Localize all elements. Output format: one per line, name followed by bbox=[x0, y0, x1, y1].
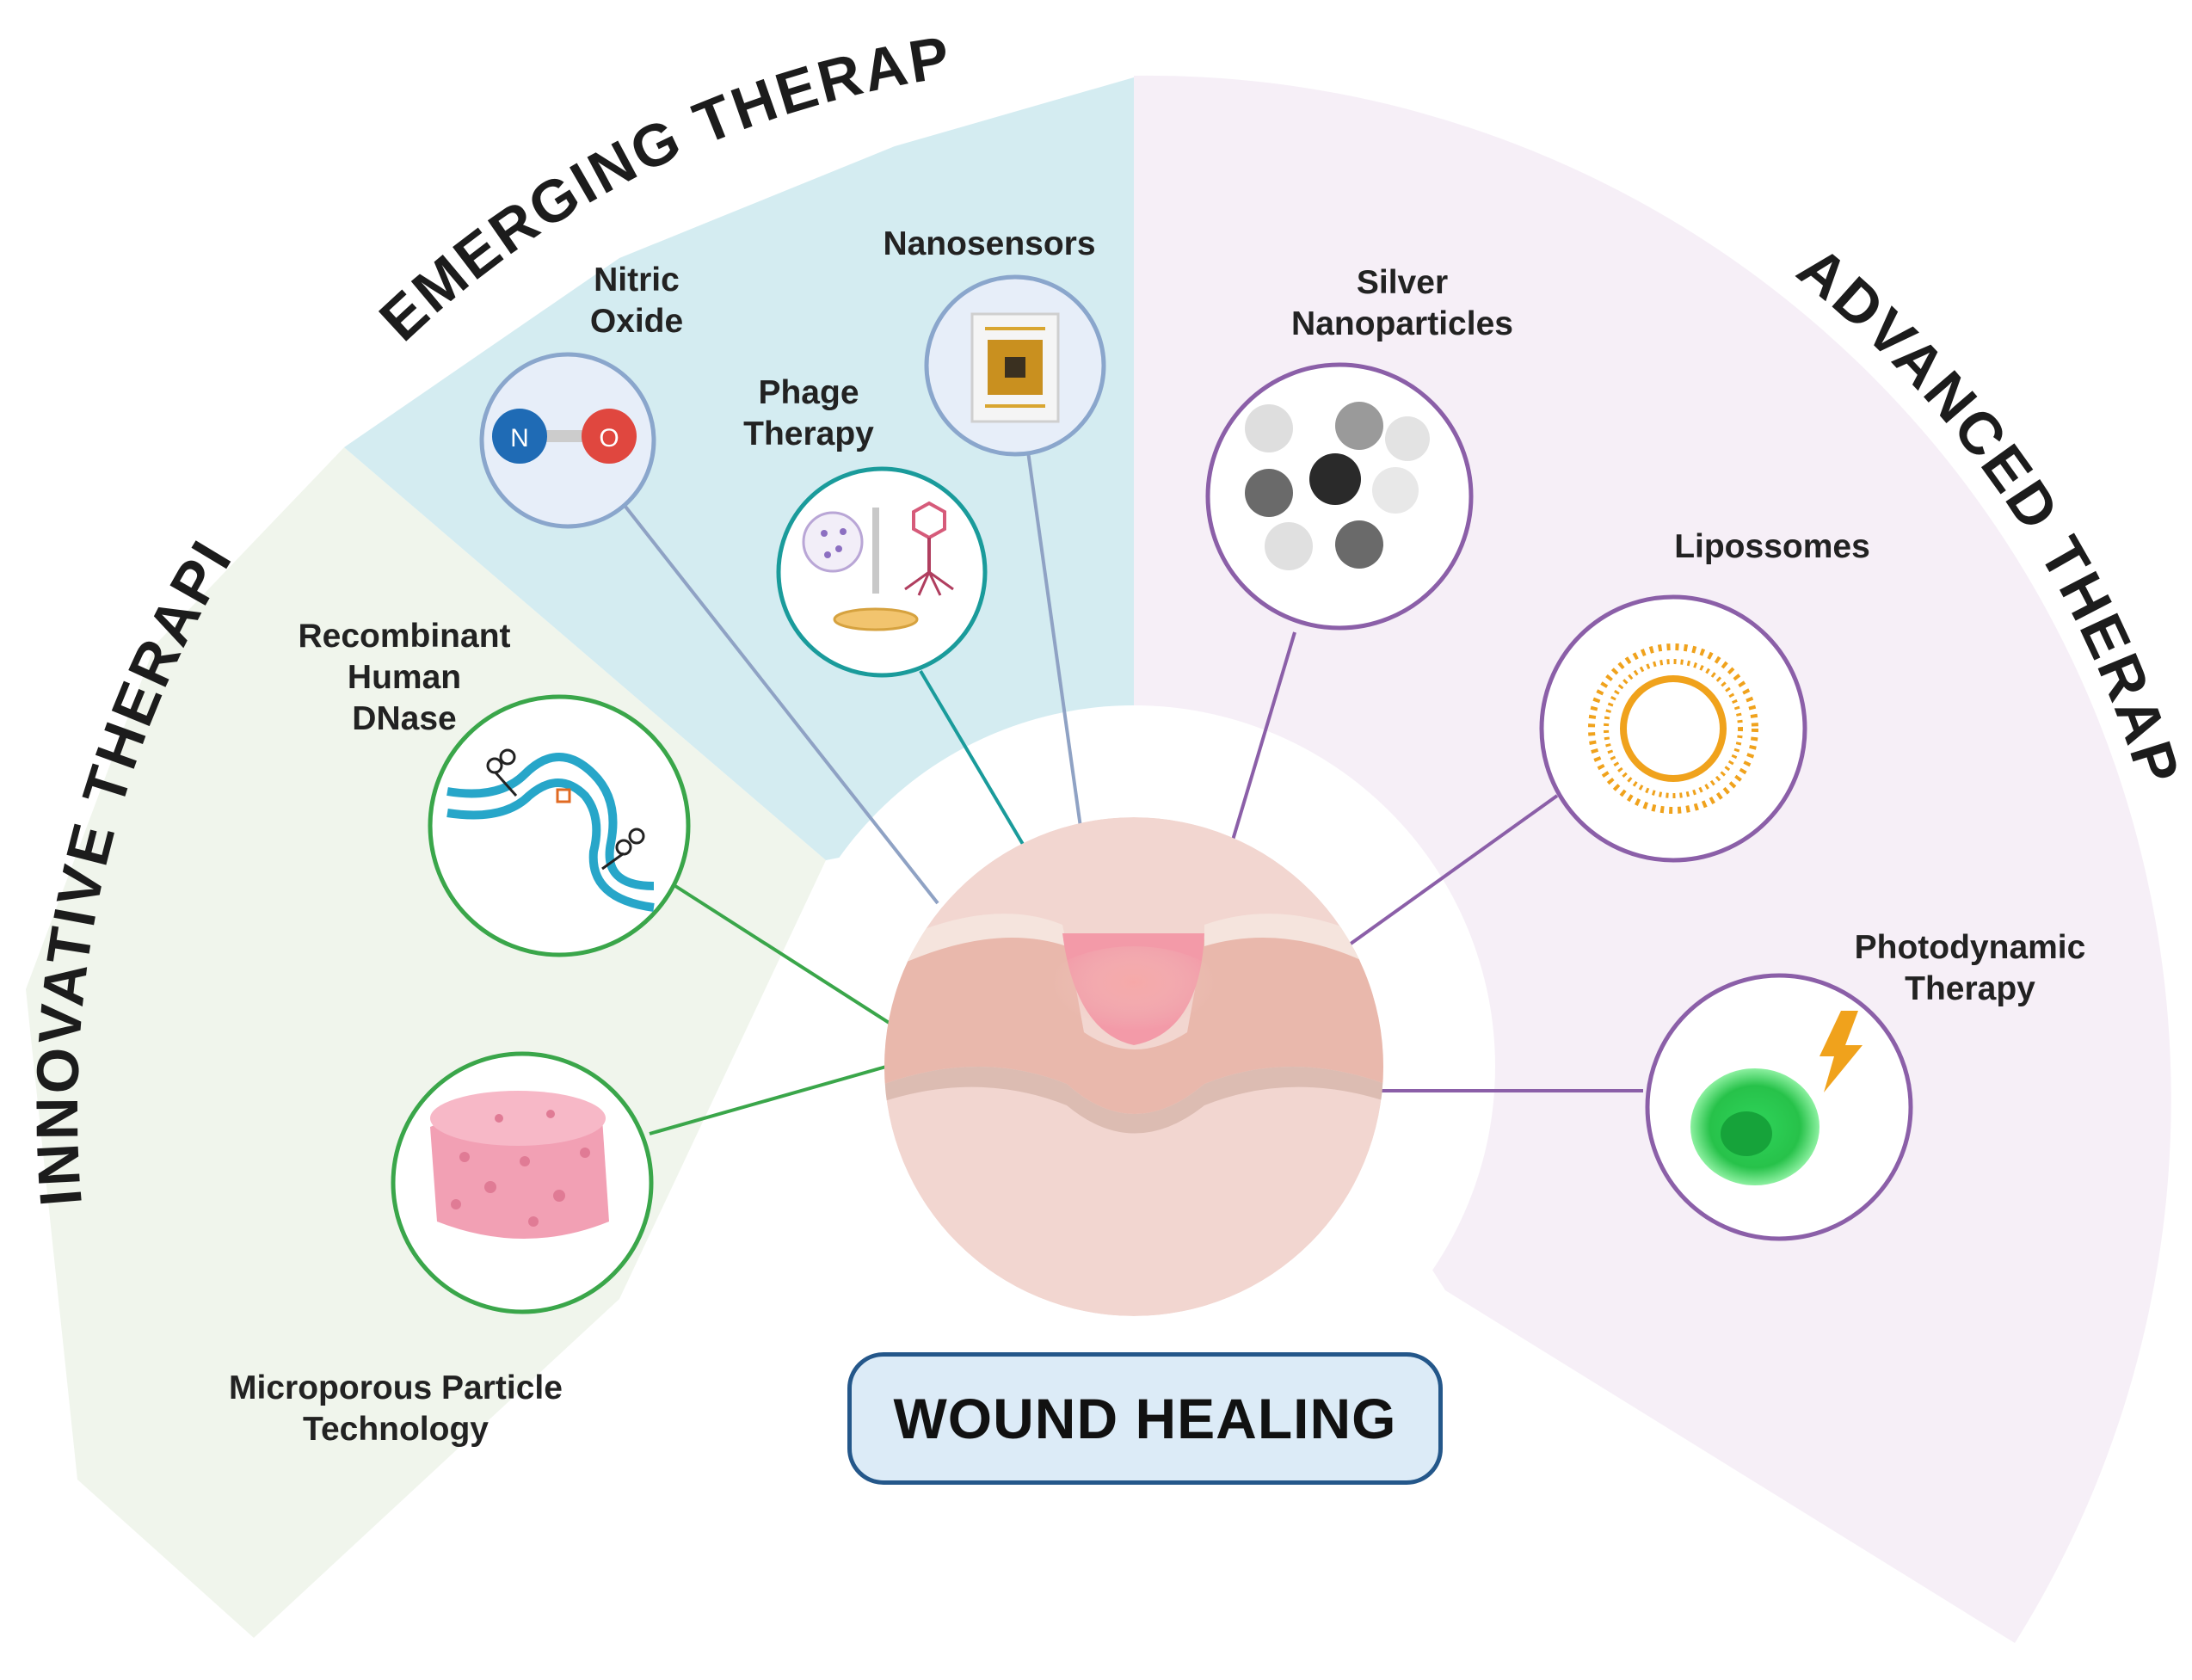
connector-lipossomes bbox=[1327, 794, 1559, 961]
lipossomes-label: Lipossomes bbox=[1674, 528, 1870, 565]
atom-n-label: N bbox=[510, 424, 529, 452]
connector-nanosensors bbox=[1026, 451, 1086, 852]
emerging-sector bbox=[344, 77, 1134, 860]
nanosensors-label: Nanosensors bbox=[883, 225, 1096, 262]
connector-dnase bbox=[674, 884, 892, 1025]
photodynamic-therapy-label: Photodynamic Therapy bbox=[1854, 929, 2086, 1007]
dnase-label: Recombinant Human DNase bbox=[298, 618, 511, 737]
dnase-icon bbox=[428, 694, 691, 957]
nanosensor-chip-icon bbox=[924, 274, 1106, 457]
liposome-icon bbox=[1539, 594, 1807, 863]
photodynamic-icon bbox=[1645, 973, 1913, 1241]
connector-microporous bbox=[649, 1065, 887, 1135]
wound-illustration bbox=[884, 817, 1383, 1316]
microporous-scaffold-icon bbox=[391, 1051, 654, 1314]
nitric-oxide-label: Nitric Oxide bbox=[589, 262, 684, 340]
connector-nitric-oxide bbox=[618, 497, 939, 905]
connector-phage bbox=[919, 669, 1034, 862]
nitric-oxide-icon: N O bbox=[479, 352, 656, 529]
microporous-label: Microporous Particle Technology bbox=[229, 1369, 563, 1448]
phage-therapy-label: Phage Therapy bbox=[743, 374, 874, 452]
silver-nanoparticles-icon bbox=[1205, 362, 1474, 631]
silver-nanoparticles-label: Silver Nanoparticles bbox=[1291, 264, 1513, 342]
connector-silver bbox=[1220, 631, 1296, 878]
wound-healing-title: WOUND HEALING bbox=[893, 1387, 1397, 1450]
atom-o-label: O bbox=[599, 424, 619, 452]
wound-healing-title-box: WOUND HEALING bbox=[847, 1352, 1443, 1485]
phage-therapy-icon bbox=[776, 466, 988, 678]
